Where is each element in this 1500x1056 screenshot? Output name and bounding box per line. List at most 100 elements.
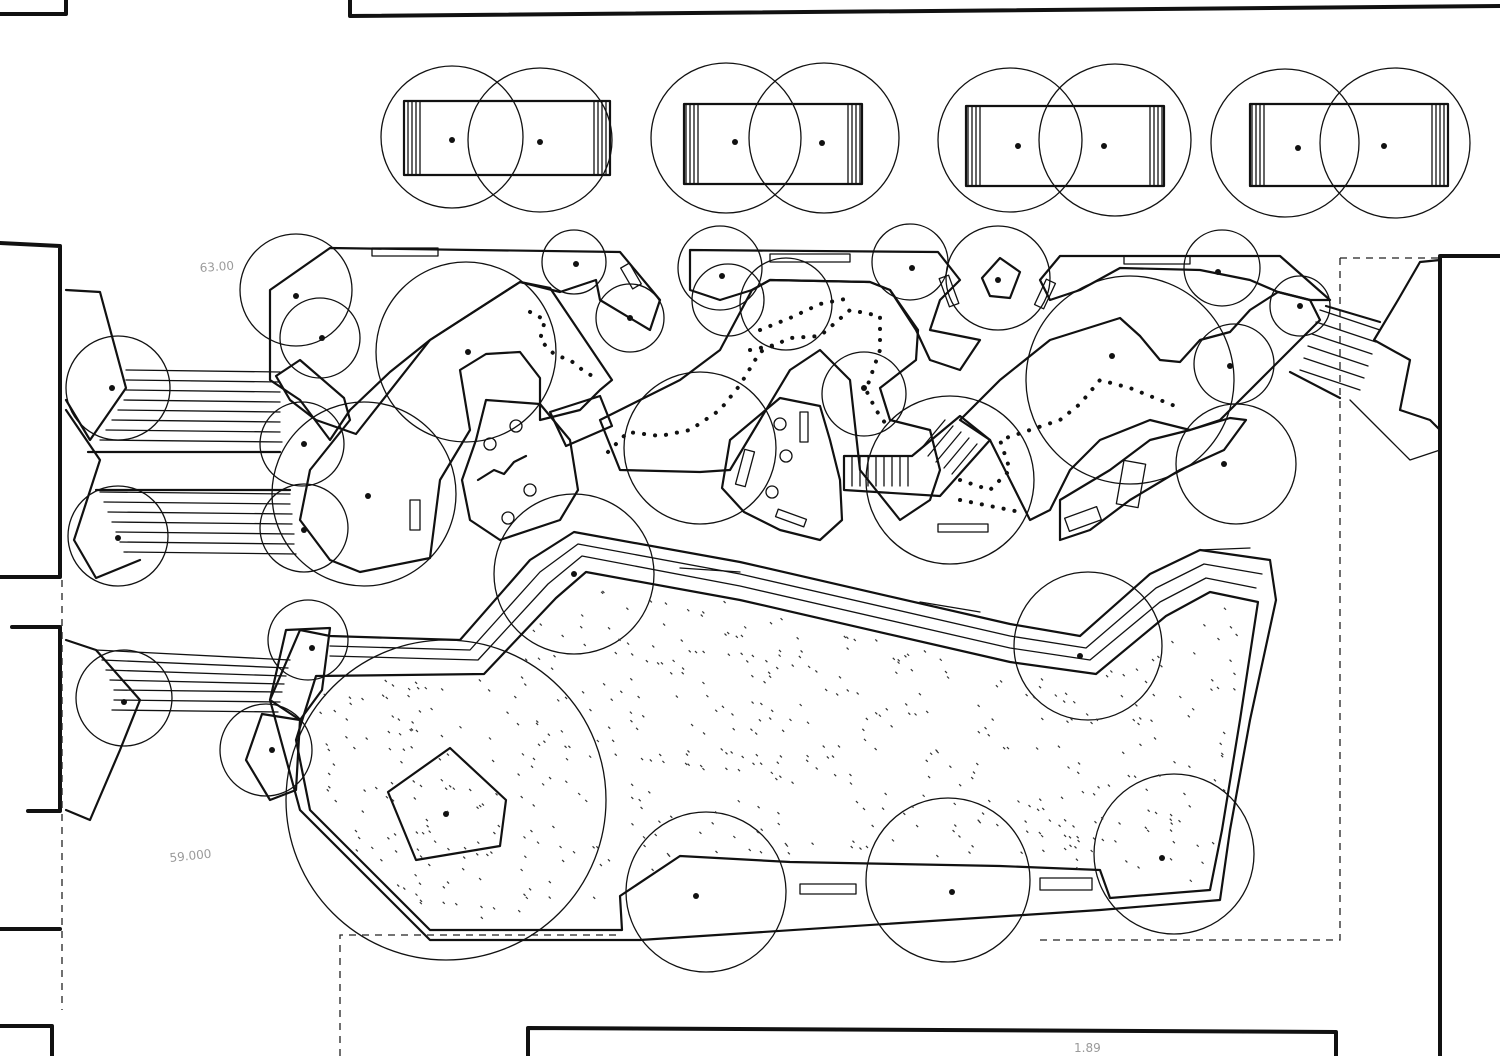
grass-dot bbox=[770, 709, 774, 713]
grass-stipple bbox=[319, 590, 1239, 920]
grass-dot bbox=[327, 785, 331, 789]
grass-dot bbox=[754, 732, 758, 735]
grass-dot bbox=[530, 829, 533, 833]
grass-dot bbox=[1122, 673, 1126, 677]
grass-dot bbox=[415, 831, 419, 834]
tree-canopy bbox=[871, 223, 949, 301]
grass-dot bbox=[1054, 694, 1058, 697]
grass-dot bbox=[1118, 822, 1121, 825]
pavilion-hatch bbox=[1431, 103, 1445, 187]
grass-dot bbox=[814, 670, 818, 673]
grass-dot bbox=[748, 848, 752, 852]
grass-dot bbox=[599, 863, 603, 867]
grass-dot bbox=[448, 784, 452, 788]
tree-trunk bbox=[693, 893, 699, 899]
building-right bbox=[1438, 254, 1500, 1056]
grass-dot bbox=[751, 701, 755, 704]
grass-dot bbox=[416, 848, 420, 852]
grass-dot bbox=[419, 899, 423, 903]
grass-dot bbox=[539, 623, 543, 627]
grass-dot bbox=[806, 721, 810, 725]
grass-dot bbox=[904, 702, 908, 706]
grass-dot bbox=[680, 639, 684, 643]
grass-dot bbox=[355, 848, 359, 852]
grass-dot bbox=[849, 773, 852, 777]
grass-dot bbox=[468, 788, 472, 792]
grass-dot bbox=[497, 824, 501, 828]
grass-dot bbox=[759, 762, 763, 766]
bridge-edge bbox=[1288, 304, 1382, 400]
grass-dot bbox=[750, 728, 753, 732]
grass-dot bbox=[759, 850, 763, 854]
grass-dot bbox=[897, 658, 901, 662]
tree-canopy bbox=[259, 401, 345, 487]
grass-dot bbox=[444, 787, 448, 791]
pavilion-hatch bbox=[403, 100, 421, 176]
play-ring bbox=[509, 419, 523, 433]
bench bbox=[734, 448, 756, 488]
grass-dot bbox=[1040, 677, 1044, 681]
note-bottom: 1.89 bbox=[1074, 1041, 1101, 1055]
grass-dot bbox=[592, 845, 595, 849]
grass-dot bbox=[440, 778, 444, 782]
grass-dot bbox=[1060, 796, 1064, 800]
lawn-edge bbox=[294, 570, 1260, 932]
grass-dot bbox=[1038, 831, 1042, 835]
grass-dot bbox=[419, 784, 423, 788]
grass-dot bbox=[737, 799, 741, 803]
grass-dot bbox=[1235, 633, 1239, 637]
grass-dot bbox=[614, 651, 618, 655]
grass-dot bbox=[523, 835, 526, 839]
grass-dot bbox=[327, 772, 331, 776]
play-ring bbox=[501, 511, 515, 525]
tree-canopy bbox=[821, 351, 907, 437]
grass-dot bbox=[911, 805, 914, 809]
grass-dot bbox=[1152, 693, 1156, 697]
grass-dot bbox=[690, 723, 694, 727]
grass-dot bbox=[643, 844, 646, 848]
grass-dot bbox=[426, 824, 430, 828]
grass-dot bbox=[354, 829, 358, 833]
grass-dot bbox=[756, 830, 760, 834]
grass-dot bbox=[1028, 804, 1031, 808]
grass-dot bbox=[1233, 672, 1236, 676]
grass-dot bbox=[946, 676, 950, 679]
bench bbox=[1123, 255, 1191, 265]
tree-trunk bbox=[293, 293, 299, 299]
grass-dot bbox=[391, 715, 395, 718]
grass-dot bbox=[1090, 849, 1094, 853]
bench bbox=[799, 411, 809, 443]
grass-dot bbox=[379, 858, 383, 862]
grass-dot bbox=[787, 851, 791, 855]
grass-dot bbox=[385, 795, 389, 799]
grass-dot bbox=[588, 755, 592, 759]
grass-dot bbox=[1017, 800, 1020, 803]
grass-dot bbox=[541, 782, 545, 786]
grass-dot bbox=[775, 666, 779, 670]
grass-dot bbox=[1075, 858, 1079, 862]
grass-dot bbox=[559, 845, 562, 849]
grass-dot bbox=[1211, 841, 1215, 845]
tree-trunk bbox=[301, 527, 307, 533]
grass-dot bbox=[488, 737, 492, 740]
walkway-landing bbox=[268, 626, 332, 722]
grass-dot bbox=[1210, 688, 1213, 692]
tree-trunk bbox=[301, 441, 307, 447]
grass-dot bbox=[1169, 857, 1173, 861]
grass-dot bbox=[537, 743, 541, 747]
tree-trunk bbox=[573, 261, 579, 267]
building-left-corner bbox=[0, 1024, 54, 1056]
grass-dot bbox=[846, 689, 850, 692]
bridge-landing bbox=[1372, 258, 1442, 432]
pavilion-hatch bbox=[967, 105, 981, 187]
grass-dot bbox=[1173, 760, 1176, 764]
grass-dot bbox=[686, 608, 690, 612]
note-upper-left: 63.00 bbox=[199, 259, 234, 275]
grass-dot bbox=[776, 761, 780, 765]
tree-canopy bbox=[1038, 63, 1192, 217]
grass-dot bbox=[805, 759, 809, 763]
grass-dot bbox=[1076, 866, 1079, 870]
grass-dot bbox=[396, 884, 400, 887]
grass-dot bbox=[560, 729, 564, 733]
grass-dot bbox=[1035, 747, 1039, 750]
